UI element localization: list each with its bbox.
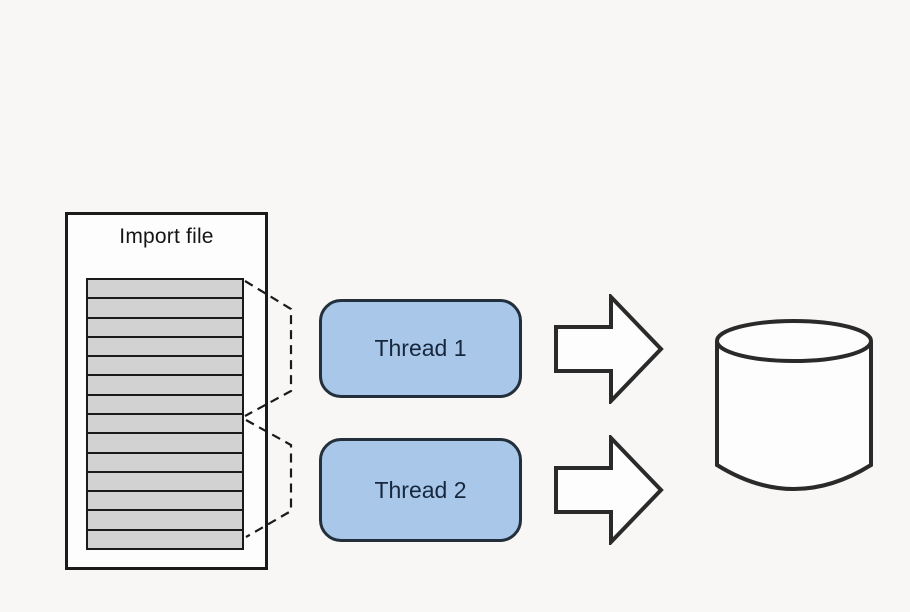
thread-1-label: Thread 1 xyxy=(374,335,467,361)
file-row xyxy=(88,509,242,529)
file-row xyxy=(88,335,242,356)
file-row xyxy=(88,355,242,375)
file-row xyxy=(88,374,242,394)
file-row xyxy=(88,393,242,413)
file-row xyxy=(88,490,242,510)
file-row xyxy=(88,297,242,317)
file-row xyxy=(88,528,242,548)
import-file-box: Import file xyxy=(65,212,268,570)
file-row xyxy=(88,432,242,452)
thread-2-node: Thread 2 xyxy=(319,438,522,542)
import-file-label: Import file xyxy=(119,225,214,248)
arrow-right-icon xyxy=(554,294,664,404)
file-row xyxy=(88,470,242,491)
file-row xyxy=(88,316,242,336)
file-rows xyxy=(86,278,244,550)
thread-2-label: Thread 2 xyxy=(374,476,467,503)
arrow-right-icon xyxy=(554,435,664,545)
file-row xyxy=(88,280,242,298)
file-row xyxy=(88,451,242,471)
file-row xyxy=(88,412,242,433)
thread-1-node: Thread 1 xyxy=(319,299,522,398)
database-cylinder-icon xyxy=(715,319,873,491)
